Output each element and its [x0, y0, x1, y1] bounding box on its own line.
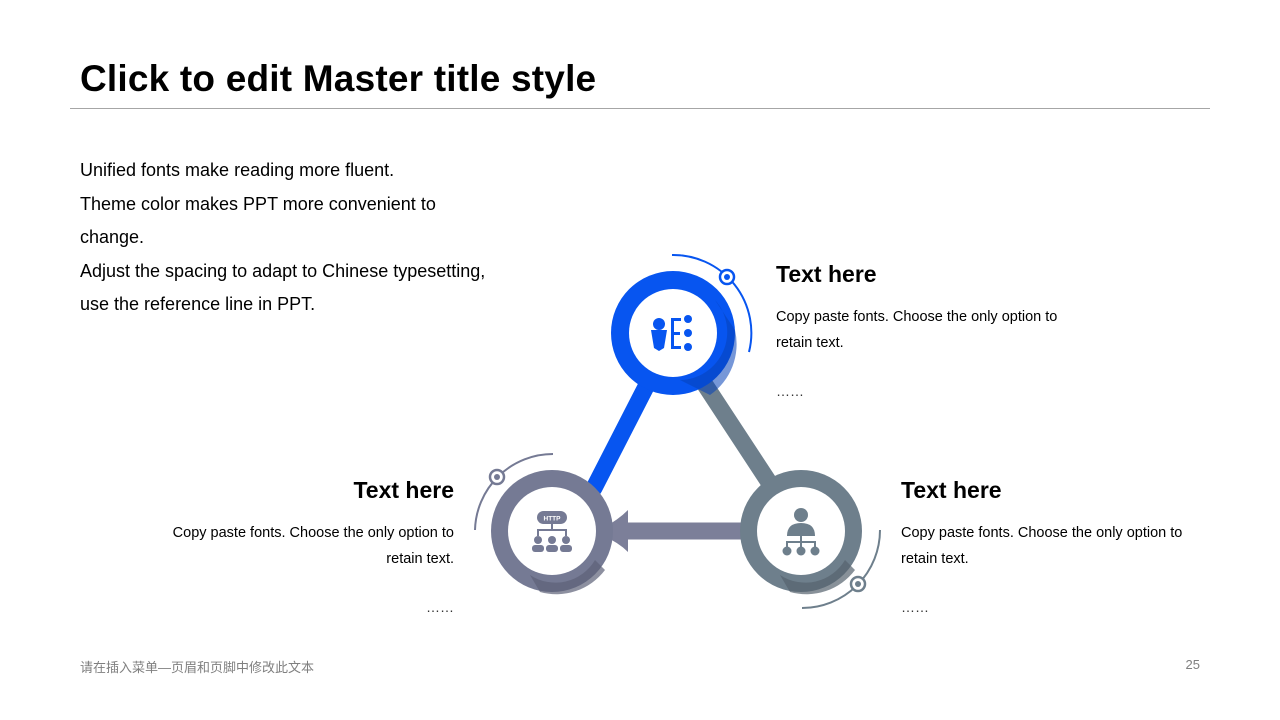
- block-body-line: Copy paste fonts. Choose the only option…: [776, 309, 1058, 325]
- node-top-shade: [680, 300, 737, 395]
- intro-line: use the reference line in PPT.: [80, 294, 316, 315]
- block-body: Copy paste fonts. Choose the only option…: [901, 520, 1211, 572]
- block-ellipsis: ……: [426, 599, 454, 615]
- text-block-top[interactable]: Text here Copy paste fonts. Choose the o…: [776, 259, 1096, 399]
- node-left[interactable]: HTTP: [474, 453, 613, 595]
- node-top-orbit-arc: [671, 253, 753, 353]
- slide-title[interactable]: Click to edit Master title style: [80, 58, 597, 99]
- node-top[interactable]: [611, 253, 753, 395]
- block-body-line: retain text.: [776, 335, 844, 351]
- intro-line: Adjust the spacing to adapt to Chinese t…: [80, 260, 486, 281]
- text-block-left[interactable]: Text here Copy paste fonts. Choose the o…: [150, 475, 454, 615]
- block-ellipsis: ……: [901, 599, 929, 615]
- intro-text[interactable]: Unified fonts make reading more fluent. …: [80, 154, 520, 322]
- http-network-icon: HTTP: [532, 511, 572, 552]
- block-body: Copy paste fonts. Choose the only option…: [150, 520, 454, 572]
- node-right-shade: [780, 560, 855, 595]
- block-ellipsis: ……: [776, 383, 804, 399]
- block-body-line: retain text.: [901, 551, 969, 567]
- footer-text[interactable]: 请在插入菜单—页眉和页脚中修改此文本: [80, 660, 315, 675]
- text-block-right[interactable]: Text here Copy paste fonts. Choose the o…: [901, 475, 1211, 615]
- node-left-shade: [530, 560, 605, 595]
- block-heading: Text here: [901, 477, 1002, 503]
- block-body-line: retain text.: [386, 551, 454, 567]
- page-number: 25: [1185, 657, 1200, 672]
- joint-left: [603, 510, 628, 552]
- block-body-line: Copy paste fonts. Choose the only option…: [901, 525, 1183, 541]
- intro-line: Unified fonts make reading more fluent.: [80, 160, 395, 180]
- block-body-line: Copy paste fonts. Choose the only option…: [172, 525, 454, 541]
- user-hierarchy-icon: [782, 508, 820, 556]
- operator-list-icon: [651, 315, 692, 351]
- intro-line: Theme color makes PPT more convenient to: [80, 193, 436, 214]
- http-label: HTTP: [544, 516, 562, 523]
- block-heading: Text here: [776, 261, 877, 287]
- block-heading: Text here: [353, 477, 454, 503]
- title-divider: [70, 108, 1210, 109]
- intro-line: change.: [80, 227, 145, 248]
- block-body: Copy paste fonts. Choose the only option…: [776, 304, 1096, 356]
- node-right[interactable]: [740, 470, 881, 609]
